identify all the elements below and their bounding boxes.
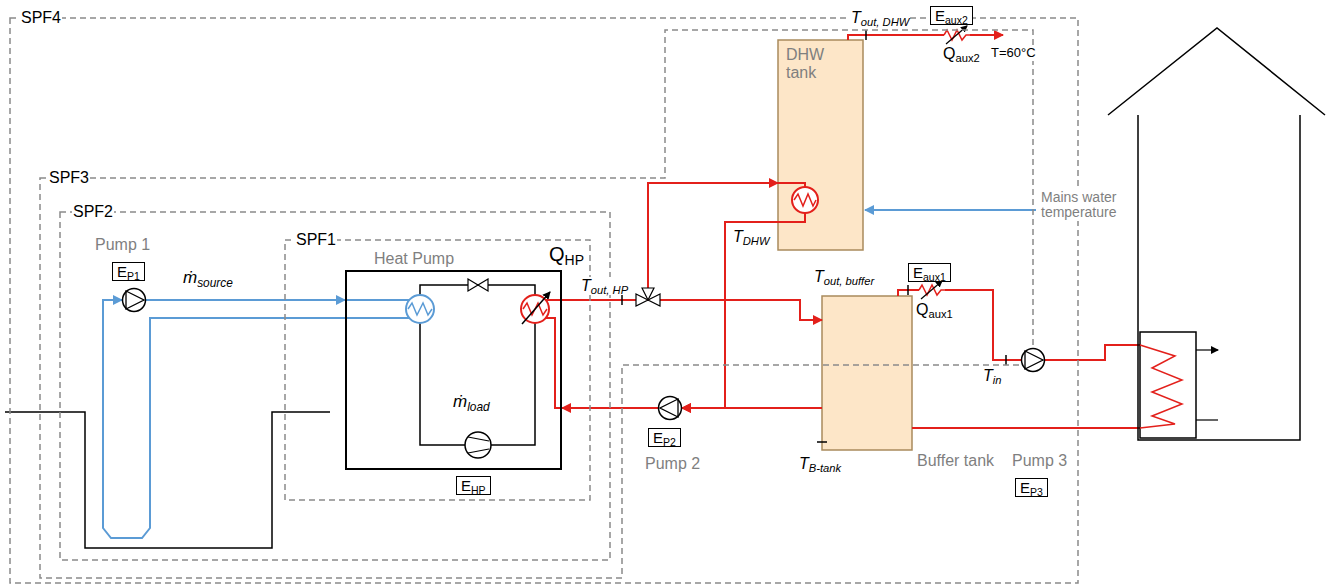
- energy-label: Eaux2: [935, 7, 968, 24]
- circulation-pump: Pump 1: [122, 288, 146, 312]
- pipe-connector: [562, 300, 822, 320]
- boundary-label: SPF3: [48, 169, 90, 187]
- sensor-label: Tin: [982, 367, 1003, 385]
- dhw-coil: [778, 183, 818, 222]
- sensor-label: Tout, HP: [580, 277, 629, 295]
- energy-label: EP3: [1020, 479, 1043, 496]
- energy-meter-box: EP2: [648, 428, 681, 447]
- heat-flow-label: Qaux1: [915, 301, 954, 319]
- energy-meter-box: Eaux1: [908, 263, 951, 282]
- component-label: Buffer tank: [917, 452, 994, 470]
- energy-label: EP1: [117, 263, 140, 280]
- spf1-boundary: SPF1Heat PumpEHP: [285, 240, 590, 500]
- pipe-connector: [146, 299, 345, 301]
- spf2-boundary: SPF2Pump 1EP1SPF1Heat PumpEHP: [60, 212, 610, 560]
- evaporator-symbol: [406, 295, 434, 323]
- compressor-symbol: [465, 432, 491, 458]
- radiator-symbol: [1140, 332, 1218, 438]
- circulation-pump: Pump 2: [658, 396, 682, 420]
- flow-label: ṁload: [452, 392, 491, 412]
- boundary-label: SPF4: [20, 9, 62, 27]
- three-way-valve: [636, 288, 660, 306]
- sensor-label: Tout, buffer: [813, 268, 875, 286]
- boundary-label: SPF1: [295, 231, 337, 249]
- expansion-valve: [468, 279, 488, 291]
- component-label: Pump 1: [95, 236, 150, 254]
- dhw-outlet-pipe: [848, 35, 1003, 40]
- source-pipe-internal: [345, 300, 409, 318]
- sensor-ticks: [622, 30, 1006, 442]
- pump-symbol: [1021, 348, 1045, 372]
- buffer-tank: Buffer tank: [822, 296, 912, 450]
- sensor-label: TB-tank: [798, 455, 842, 473]
- buffer-tank-body: [822, 296, 912, 450]
- setpoint-label: T=60°C: [990, 46, 1037, 61]
- heat-pump-box: Heat Pump: [345, 270, 562, 470]
- heat-flow-label: Qaux2: [942, 45, 981, 63]
- sensor-label: TDHW: [732, 228, 771, 246]
- energy-meter-box: EP3: [1015, 478, 1048, 497]
- boundary-label: SPF2: [72, 203, 114, 221]
- load-pipe-internal: [546, 300, 562, 408]
- condenser-symbol: [521, 292, 550, 324]
- dhw-tank: DHW tank: [778, 40, 863, 250]
- pipe-connector: [562, 183, 778, 300]
- heating-return-pipe: [912, 427, 1140, 429]
- pipe-connector: [682, 222, 778, 408]
- house-outline: [1108, 28, 1325, 440]
- heating-supply-pipe: [1045, 345, 1140, 360]
- refrigerant-loop: [420, 285, 535, 445]
- pipe-connector: [103, 300, 345, 538]
- energy-meter-box: Eaux2: [930, 6, 973, 25]
- energy-meter-box: EHP: [456, 476, 491, 495]
- component-label: Pump 2: [645, 455, 700, 473]
- dhw-tank-body: [778, 40, 863, 250]
- component-label: Heat Pump: [374, 250, 454, 268]
- pump-symbol: [122, 288, 146, 312]
- flow-label: ṁsource: [182, 268, 234, 288]
- aux-heater-2: [944, 26, 970, 44]
- energy-label: EHP: [461, 477, 486, 494]
- energy-label: EP2: [653, 429, 676, 446]
- sensor-label: Tout, DHW: [850, 9, 910, 27]
- pipe-connector: [898, 290, 1021, 360]
- dashed-boundary: [40, 30, 1033, 578]
- aux-heater-1: [919, 281, 945, 299]
- circulation-pump: Pump 3: [1021, 348, 1045, 372]
- energy-label: Eaux1: [913, 264, 946, 281]
- pump-symbol: [658, 396, 682, 420]
- heat-flow-label: QHP: [548, 243, 585, 266]
- note-label: Mains water temperature: [1040, 190, 1134, 221]
- dashed-boundary: [285, 240, 590, 500]
- component-label: Pump 3: [1012, 452, 1067, 470]
- ground-line: [5, 412, 330, 548]
- energy-meter-box: EP1: [112, 262, 145, 281]
- mains-water-arrow: [865, 209, 1036, 211]
- component-label: DHW tank: [786, 46, 831, 83]
- spf3-boundary: SPF3SPF2Pump 1 EP1 SPF1Heat PumpEHP DHW tan…: [40, 30, 1033, 578]
